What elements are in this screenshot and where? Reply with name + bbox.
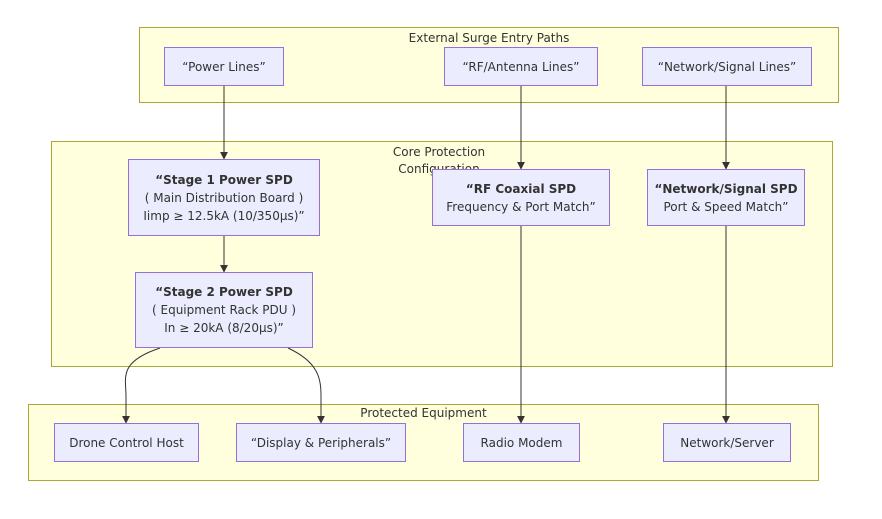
- node-radio-modem: Radio Modem: [463, 423, 580, 462]
- edge-stage2-to-drone-host: [122, 347, 161, 424]
- node-stage1-location: ( Main Distribution Board ): [144, 190, 304, 205]
- node-drone-control-host-label: Drone Control Host: [69, 435, 184, 450]
- cluster-title-protected: Protected Equipment: [360, 406, 487, 420]
- node-display-peripherals-label: “Display & Peripherals”: [250, 435, 392, 450]
- node-network-spd-title: “Network/Signal SPD: [654, 181, 798, 196]
- node-display-peripherals: “Display & Peripherals”: [236, 423, 406, 462]
- node-stage2-title: “Stage 2 Power SPD: [155, 285, 293, 299]
- node-network-spd-subtitle: Port & Speed Match”: [663, 199, 789, 214]
- node-rf-antenna-lines-label: “RF/Antenna Lines”: [462, 59, 580, 74]
- node-drone-control-host: Drone Control Host: [54, 423, 199, 462]
- node-rf-coaxial-title: “RF Coaxial SPD: [465, 181, 577, 196]
- node-network-signal-lines-label: “Network/Signal Lines”: [657, 59, 797, 74]
- node-stage1-title: “Stage 1 Power SPD: [155, 172, 293, 187]
- node-network-server-label: Network/Server: [680, 435, 774, 450]
- node-network-server: Network/Server: [663, 423, 791, 462]
- node-network-signal-spd: “Network/Signal SPD Port & Speed Match”: [647, 169, 805, 226]
- cluster-title-external: External Surge Entry Paths: [408, 31, 570, 45]
- node-stage2-power-spd: “Stage 2 Power SPD ( Equipment Rack PDU …: [135, 272, 313, 348]
- node-stage2-rating: In ≥ 20kA (8/20μs)”: [164, 321, 284, 335]
- node-stage1-power-spd: “Stage 1 Power SPD ( Main Distribution B…: [128, 159, 320, 236]
- node-radio-modem-label: Radio Modem: [480, 435, 563, 450]
- node-power-lines-label: “Power Lines”: [182, 59, 266, 74]
- node-rf-antenna-lines: “RF/Antenna Lines”: [444, 47, 598, 86]
- node-network-signal-lines: “Network/Signal Lines”: [642, 47, 812, 86]
- edge-stage2-to-display: [287, 347, 325, 424]
- node-stage1-rating: Iimp ≥ 12.5kA (10/350μs)”: [143, 208, 305, 223]
- node-rf-coaxial-subtitle: Frequency & Port Match”: [446, 199, 596, 214]
- node-power-lines: “Power Lines”: [164, 47, 284, 86]
- node-stage2-location: ( Equipment Rack PDU ): [152, 303, 296, 317]
- node-rf-coaxial-spd: “RF Coaxial SPD Frequency & Port Match”: [432, 169, 610, 226]
